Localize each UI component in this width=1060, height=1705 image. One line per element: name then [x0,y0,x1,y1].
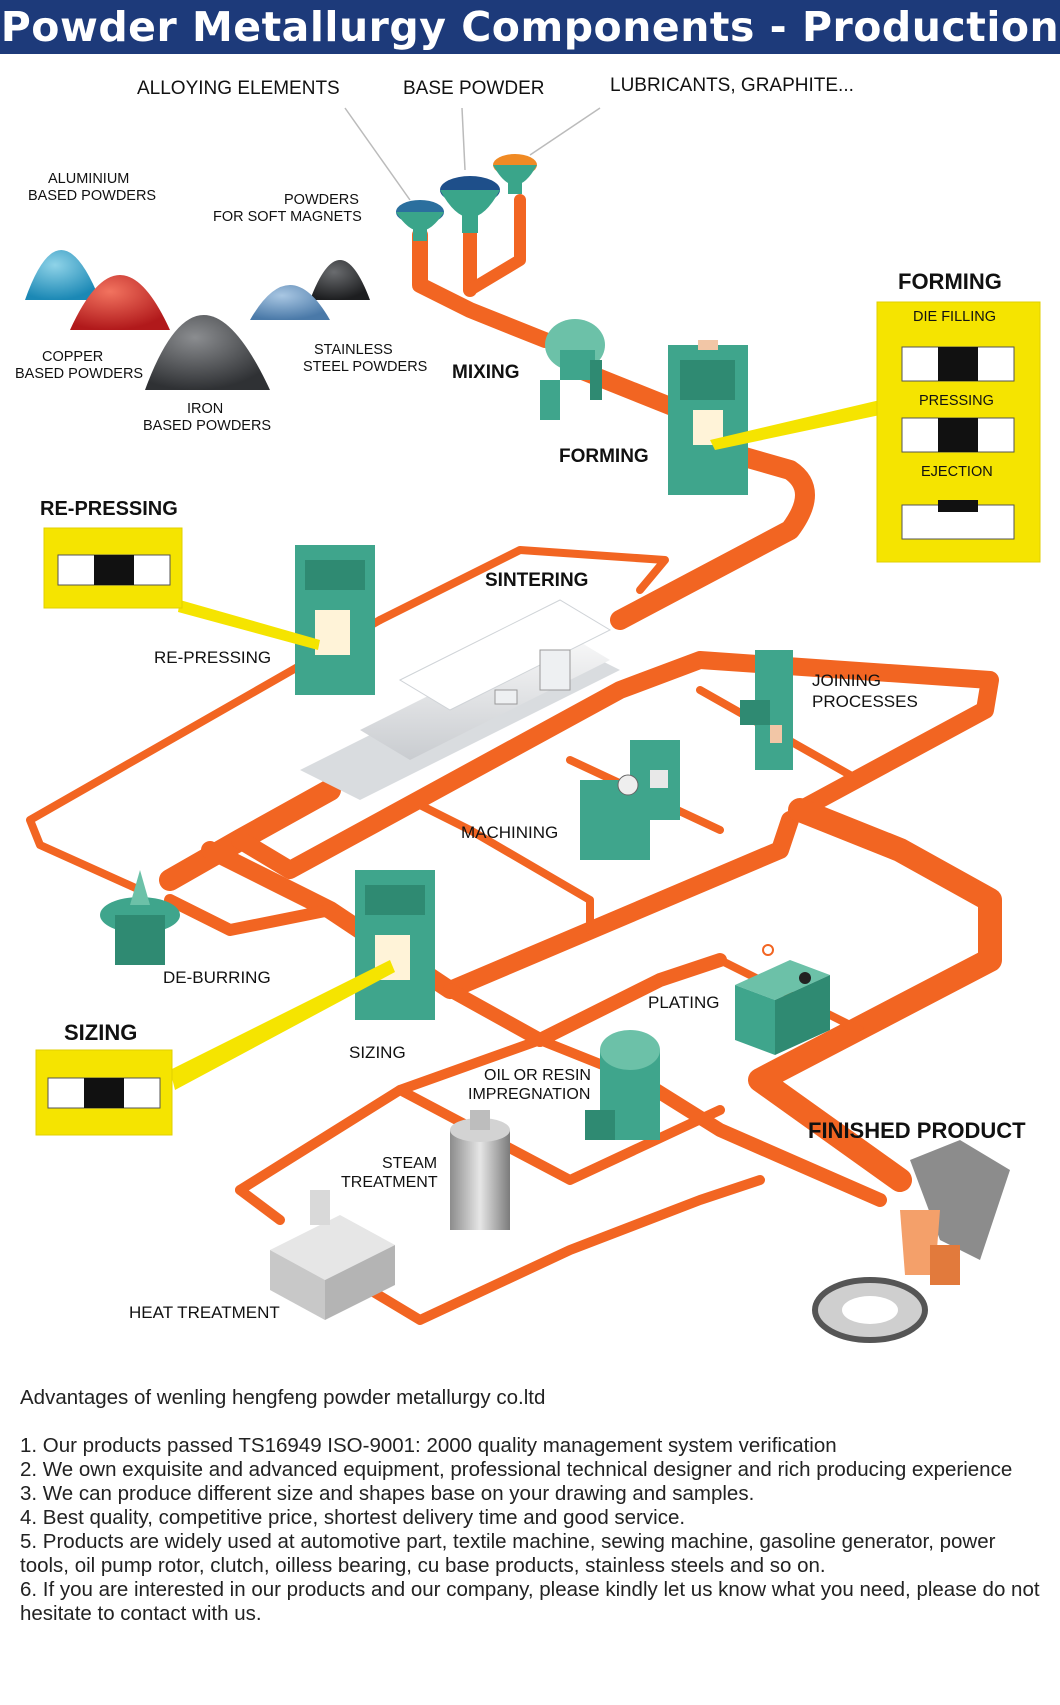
label-steam-1: STEAM [382,1155,437,1172]
page-title: Powder Metallurgy Components - Productio… [0,3,1060,51]
label-machining: MACHINING [461,823,558,842]
hopper-alloying [396,200,444,241]
aluminium-powder-icon [25,250,100,300]
label-sizing: SIZING [349,1043,406,1062]
copper-powder-icon [70,275,170,330]
plating-tank [735,944,830,1055]
label-soft-magnets-2: FOR SOFT MAGNETS [213,209,362,225]
advantage-item: 3. We can produce different size and sha… [20,1482,755,1505]
label-aluminium-2: BASED POWDERS [28,188,156,204]
label-alloying-elements: ALLOYING ELEMENTS [137,78,340,99]
label-stainless-1: STAINLESS [314,342,393,358]
heat-treatment-furnace [270,1190,395,1320]
stainless-powder-icon [250,285,330,320]
label-mixing: MIXING [452,362,520,383]
advantage-item: 1. Our products passed TS16949 ISO-9001:… [20,1434,837,1457]
sizing-panel-title: SIZING [64,1020,137,1045]
advantage-item: 4. Best quality, competitive price, shor… [20,1506,686,1529]
label-joining-1: JOINING [812,671,881,690]
forming-panel-title: FORMING [898,269,1002,294]
forming-press [668,340,748,495]
label-plating: PLATING [648,993,719,1012]
label-sintering: SINTERING [485,570,588,591]
sintering-furnace [300,599,620,800]
mixer-machine [540,319,605,420]
hopper-lubricants [493,154,537,194]
label-lubricants: LUBRICANTS, GRAPHITE... [610,75,854,96]
label-re-pressing: RE-PRESSING [154,648,271,667]
de-burring-machine [100,870,180,965]
title-bar: Powder Metallurgy Components - Productio… [0,0,1060,54]
label-die-filling: DIE FILLING [913,309,996,325]
steam-treatment-vessel [450,1110,510,1230]
advantage-item: 5. Products are widely used at automotiv… [20,1530,996,1577]
iron-powder-icon [145,315,270,390]
re-pressing-press [295,545,375,695]
label-copper-2: BASED POWDERS [15,366,143,382]
label-ejection: EJECTION [921,464,993,480]
label-aluminium-1: ALUMINIUM [48,171,129,187]
label-de-burring: DE-BURRING [163,968,271,987]
label-steam-2: TREATMENT [341,1174,438,1191]
impregnation-tank [585,1030,660,1140]
advantage-item: 6. If you are interested in our products… [20,1578,1040,1625]
label-forming: FORMING [559,446,649,467]
powder-piles [25,250,370,390]
label-base-powder: BASE POWDER [403,78,544,99]
hopper-base [440,176,500,233]
label-oil-resin-1: OIL OR RESIN [484,1067,591,1084]
joining-machine [740,650,793,770]
label-finished-product: FINISHED PRODUCT [808,1118,1026,1143]
machining-machine [580,740,680,860]
label-pressing: PRESSING [919,393,994,409]
label-heat-treatment: HEAT TREATMENT [129,1303,280,1322]
sizing-press [355,870,435,1020]
label-copper-1: COPPER [42,349,103,365]
label-oil-resin-2: IMPREGNATION [468,1086,590,1103]
process-diagram: ALLOYING ELEMENTS BASE POWDER LUBRICANTS… [15,75,1041,1343]
label-iron-1: IRON [187,401,223,417]
re-pressing-panel [43,527,183,609]
advantages-section: Advantages of wenling hengfeng powder me… [20,1386,1050,1626]
finished-parts [812,1140,1010,1343]
label-joining-2: PROCESSES [812,692,918,711]
label-stainless-2: STEEL POWDERS [303,359,427,375]
soft-magnet-powder-icon [310,260,370,300]
advantage-item: 2. We own exquisite and advanced equipme… [20,1458,1013,1481]
label-soft-magnets-1: POWDERS [284,192,359,208]
re-pressing-panel-title: RE-PRESSING [40,498,178,520]
sizing-panel [35,1049,173,1136]
advantages-intro: Advantages of wenling hengfeng powder me… [20,1386,546,1409]
label-iron-2: BASED POWDERS [143,418,271,434]
forming-panel [876,301,1041,563]
